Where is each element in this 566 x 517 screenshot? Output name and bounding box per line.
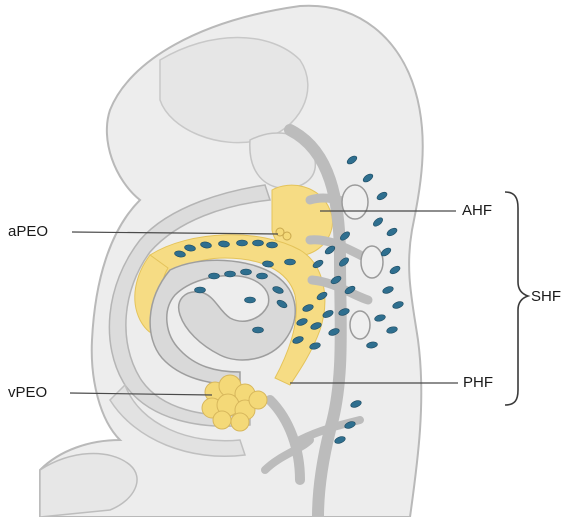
blue-cell-icon (195, 287, 206, 293)
blue-cell-icon (267, 242, 278, 248)
pouch-2 (361, 246, 383, 278)
blue-cell-icon (285, 259, 296, 265)
blue-cell-icon (241, 269, 252, 275)
blue-cell-icon (245, 297, 256, 303)
blue-cell-icon (257, 273, 268, 279)
label-vpeo: vPEO (8, 385, 47, 400)
blue-cell-icon (237, 240, 248, 246)
pouch-3 (350, 311, 370, 339)
blue-cell-icon (209, 273, 220, 279)
label-phf: PHF (463, 375, 493, 390)
blue-cell-icon (253, 240, 264, 246)
label-shf: SHF (531, 289, 561, 304)
label-ahf: AHF (462, 203, 492, 218)
blue-cell-icon (225, 271, 236, 277)
curly-brace-icon (505, 192, 528, 405)
pouch-1 (342, 185, 368, 219)
label-apeo: aPEO (8, 224, 48, 239)
blue-cell-icon (253, 327, 264, 333)
